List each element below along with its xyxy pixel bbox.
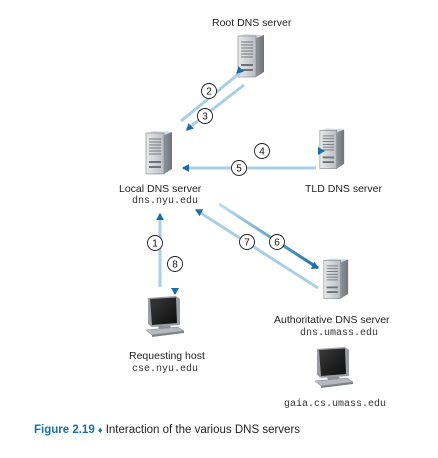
requesting-host-computer-icon — [145, 296, 184, 338]
message-arrows — [156, 65, 325, 295]
local-dns-server-host: dns.nyu.edu — [132, 196, 199, 207]
step-badge-4: 4 — [254, 143, 270, 159]
step-badges: 2 3 4 5 6 7 1 8 — [147, 83, 285, 272]
tld-dns-server-icon — [319, 128, 345, 170]
arrow-step-7 — [195, 208, 319, 290]
local-dns-server-icon — [145, 130, 173, 175]
step-badge-6: 6 — [269, 234, 285, 250]
step-badge-1: 1 — [147, 235, 163, 251]
local-dns-server-label: Local DNS server — [119, 183, 202, 195]
svg-text:3: 3 — [202, 112, 208, 123]
root-dns-server-icon — [237, 34, 265, 78]
svg-text:7: 7 — [244, 238, 250, 249]
svg-text:5: 5 — [236, 164, 242, 175]
step-badge-8: 8 — [167, 256, 183, 272]
tld-dns-server-label: TLD DNS server — [305, 183, 383, 195]
caption-separator-icon: ♦ — [97, 425, 103, 435]
authoritative-dns-server-icon — [323, 258, 349, 300]
caption-text: Interaction of the various DNS servers — [105, 424, 301, 436]
gaia-host-address: gaia.cs.umass.edu — [284, 399, 387, 410]
authoritative-dns-server-host: dns.umass.edu — [300, 328, 379, 339]
requesting-host-address: cse.nyu.edu — [132, 364, 199, 375]
step-badge-3: 3 — [197, 108, 213, 124]
gaia-host-computer-icon — [314, 347, 353, 389]
authoritative-dns-server-label: Authoritative DNS server — [274, 314, 390, 326]
figure-caption: Figure 2.19 ♦ Interaction of the various… — [34, 424, 300, 436]
step-badge-2: 2 — [201, 83, 217, 99]
arrow-step-6 — [218, 202, 319, 270]
svg-text:8: 8 — [172, 260, 178, 271]
svg-text:2: 2 — [206, 87, 212, 98]
step-badge-7: 7 — [239, 234, 255, 250]
arrow-step-3 — [185, 83, 245, 132]
svg-text:4: 4 — [259, 147, 265, 158]
svg-text:6: 6 — [274, 238, 280, 249]
figure-number: Figure 2.19 — [34, 424, 95, 436]
requesting-host-label: Requesting host — [129, 350, 205, 362]
step-badge-5: 5 — [231, 160, 247, 176]
svg-text:1: 1 — [152, 239, 158, 250]
root-dns-server-label: Root DNS server — [212, 17, 292, 29]
